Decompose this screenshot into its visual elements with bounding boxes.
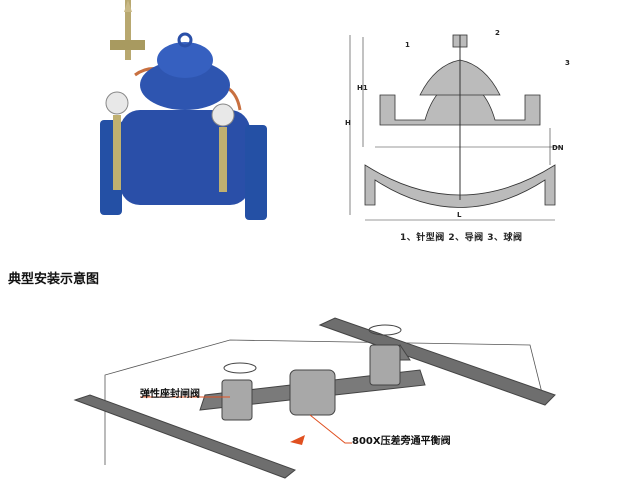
valve-section-drawing: 1 2 3 H H1 DN L <box>345 29 570 221</box>
callout-3: 3 <box>565 59 570 67</box>
dim-h1: H1 <box>357 84 368 92</box>
callout-2: 2 <box>495 29 500 37</box>
dim-dn: DN <box>552 144 564 152</box>
label-balance-valve: 800X压差旁通平衡阀 <box>352 436 451 447</box>
valve-product-photo <box>100 0 267 220</box>
drawing-caption: 1、针型阀 2、导阀 3、球阀 <box>400 233 523 243</box>
callout-1: 1 <box>405 41 410 49</box>
dim-l: L <box>457 211 462 219</box>
label-gate-valve: 弹性座封闸阀 <box>140 389 200 400</box>
dim-h: H <box>345 119 351 127</box>
section-title: 典型安装示意图 <box>8 272 100 287</box>
installation-diagram <box>73 317 556 479</box>
